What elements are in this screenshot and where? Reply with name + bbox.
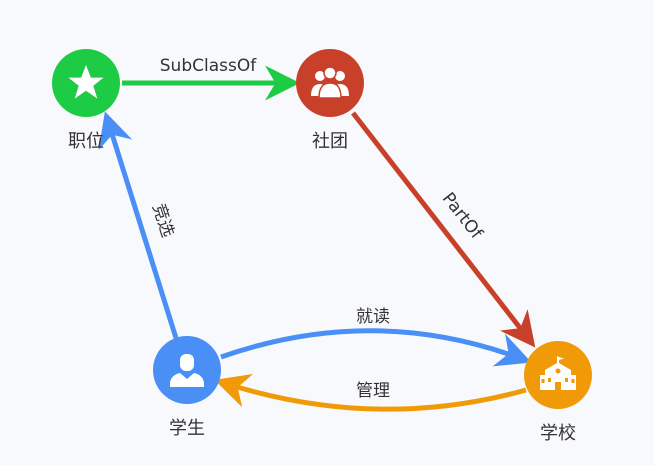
node-school[interactable]: 学校 <box>524 341 592 444</box>
node-student[interactable]: 学生 <box>153 336 221 439</box>
edge-label-elect: 竞选 <box>148 201 178 240</box>
school-building-icon <box>540 356 576 390</box>
node-label-school: 学校 <box>540 423 576 444</box>
node-club[interactable]: 社团 <box>296 49 364 152</box>
edge-subclassof[interactable]: SubClassOf <box>122 56 300 101</box>
person-icon <box>170 354 204 387</box>
edge-label-attend: 就读 <box>356 307 390 327</box>
edge-elect[interactable]: 竞选 <box>98 111 179 339</box>
group-icon <box>311 66 349 99</box>
node-label-position: 职位 <box>68 131 104 152</box>
node-position[interactable]: 职位 <box>52 49 120 152</box>
edge-label-manage: 管理 <box>356 381 390 401</box>
edge-attend[interactable]: 就读 <box>220 307 532 367</box>
edge-label-subclassof: SubClassOf <box>160 56 257 76</box>
edge-manage[interactable]: 管理 <box>214 373 527 412</box>
star-icon <box>68 65 104 99</box>
node-label-student: 学生 <box>169 418 205 439</box>
node-label-club: 社团 <box>312 131 348 152</box>
